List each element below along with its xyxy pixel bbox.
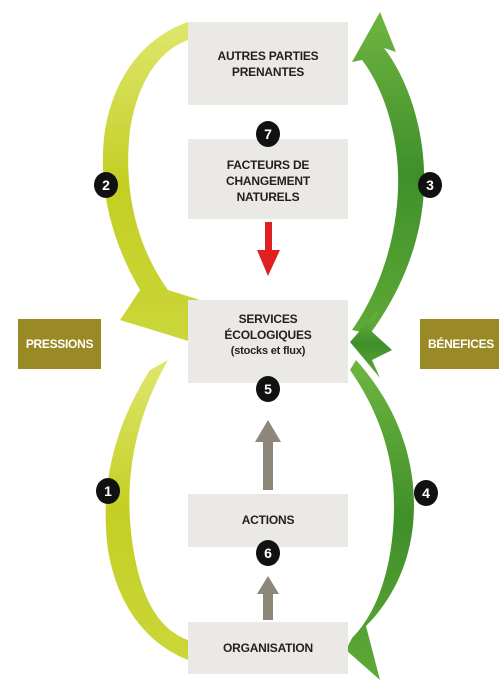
pressions-arrows bbox=[102, 22, 200, 660]
pressions-arrow-upper bbox=[102, 22, 200, 344]
badge-2: 2 bbox=[94, 172, 118, 198]
box-facteurs-line-1: FACTEURS DE CHANGEMENT bbox=[226, 158, 310, 188]
box-autres-parties-prenantes: AUTRES PARTIES PRENANTES bbox=[188, 22, 348, 105]
label-benefices: BÉNEFICES bbox=[420, 319, 499, 369]
badge-5: 5 bbox=[256, 376, 280, 402]
pressions-arrow-lower bbox=[105, 360, 188, 660]
organisation-to-actions-arrow bbox=[257, 576, 279, 620]
box-autres-line-2: PRENANTES bbox=[231, 64, 305, 79]
box-organisation-label: ORGANISATION bbox=[222, 641, 314, 655]
benefices-arrow-lower bbox=[346, 360, 414, 680]
badge-4: 4 bbox=[414, 480, 438, 506]
badge-3: 3 bbox=[418, 172, 442, 198]
box-services-line-1: SERVICES ÉCOLOGIQUES bbox=[224, 311, 312, 342]
badge-6: 6 bbox=[256, 540, 280, 566]
benefices-arrow-services-head bbox=[350, 310, 392, 378]
box-facteurs-changement: FACTEURS DE CHANGEMENT NATURELS bbox=[188, 139, 348, 219]
box-services-ecologiques: SERVICES ÉCOLOGIQUES (stocks et flux) bbox=[188, 300, 348, 383]
box-autres-line-1: AUTRES PARTIES bbox=[217, 48, 319, 63]
box-services-line-2: (stocks et flux) bbox=[230, 344, 306, 357]
actions-to-services-arrow bbox=[255, 420, 281, 490]
badge-1: 1 bbox=[96, 478, 120, 504]
box-facteurs-line-2: NATURELS bbox=[236, 190, 300, 204]
label-pressions: PRESSIONS bbox=[18, 319, 101, 369]
benefices-arrow-upper bbox=[352, 12, 425, 334]
badge-7: 7 bbox=[256, 121, 280, 147]
box-actions: ACTIONS bbox=[188, 494, 348, 547]
box-organisation: ORGANISATION bbox=[188, 622, 348, 674]
benefices-arrows bbox=[346, 12, 425, 680]
box-actions-label: ACTIONS bbox=[241, 512, 295, 527]
facteurs-to-services-arrow bbox=[257, 222, 280, 276]
